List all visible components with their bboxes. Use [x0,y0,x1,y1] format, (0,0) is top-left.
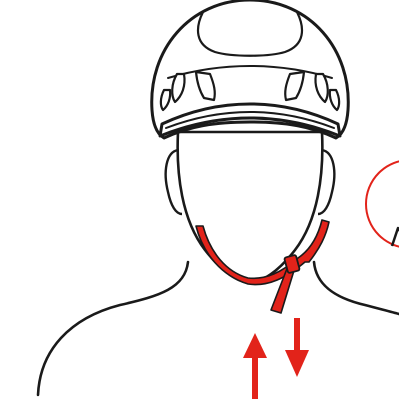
arrow-up-icon [243,333,267,399]
arrow-down-icon [285,318,309,377]
detail-callout-circle [366,160,399,248]
helmet-icon [152,0,349,138]
adjustment-arrows [243,318,309,399]
right-shoulder-line [314,262,399,314]
torso-outline [38,262,399,395]
left-shoulder-line [38,262,188,395]
